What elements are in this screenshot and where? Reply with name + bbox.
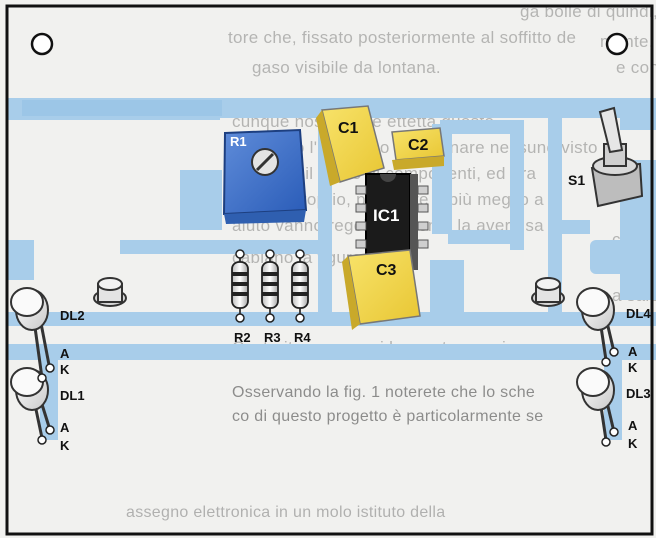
label-r2: R2 xyxy=(234,330,251,345)
label-cathode: K xyxy=(628,436,638,451)
label-r3: R3 xyxy=(264,330,281,345)
mounting-hole xyxy=(605,32,629,56)
label-anode: A xyxy=(60,420,70,435)
label-s1: S1 xyxy=(568,172,586,188)
label-cathode: K xyxy=(60,438,70,453)
label-dl4: DL4 xyxy=(626,306,651,321)
label-dl1: DL1 xyxy=(60,388,85,403)
led-dl3 xyxy=(576,367,616,441)
label-c2: C2 xyxy=(408,137,429,154)
label-anode: A xyxy=(628,418,638,433)
label-c1: C1 xyxy=(338,120,359,137)
label-r1: R1 xyxy=(230,134,247,149)
capacitor-c1 xyxy=(316,105,385,186)
resistor-r3 xyxy=(261,249,279,323)
bg-line: co di questo progetto è particolarmente … xyxy=(232,408,544,425)
label-r4: R4 xyxy=(294,330,311,345)
standoff-left xyxy=(93,277,127,307)
label-anode: A xyxy=(60,346,70,361)
resistor-r4 xyxy=(291,249,309,323)
bg-line: Osservando la fig. 1 noterete che lo sch… xyxy=(232,384,536,401)
standoff-right xyxy=(531,277,565,307)
led-dl4 xyxy=(576,287,616,361)
board-outline xyxy=(5,4,654,536)
bg-line: e con xyxy=(616,58,656,77)
bg-line: gaso visibile da lontana. xyxy=(252,58,441,77)
label-anode: A xyxy=(628,344,638,359)
led-dl2 xyxy=(10,287,52,379)
capacitor-c3 xyxy=(342,249,421,330)
label-cathode: K xyxy=(628,360,638,375)
label-ic1: IC1 xyxy=(373,206,400,225)
toggle-switch-s1 xyxy=(590,106,644,208)
resistor-r2 xyxy=(231,249,249,323)
bg-line: tore che, fissato posteriormente al soff… xyxy=(228,28,577,47)
trimmer-r1 xyxy=(222,128,308,224)
label-cathode: K xyxy=(60,362,70,377)
label-dl2: DL2 xyxy=(60,308,85,323)
bg-line: assegno elettronica in un molo istituto … xyxy=(126,504,446,521)
label-dl3: DL3 xyxy=(626,386,651,401)
label-c3: C3 xyxy=(376,262,397,279)
mounting-hole xyxy=(30,32,54,56)
led-pads xyxy=(37,347,619,447)
capacitor-c2 xyxy=(391,127,445,170)
